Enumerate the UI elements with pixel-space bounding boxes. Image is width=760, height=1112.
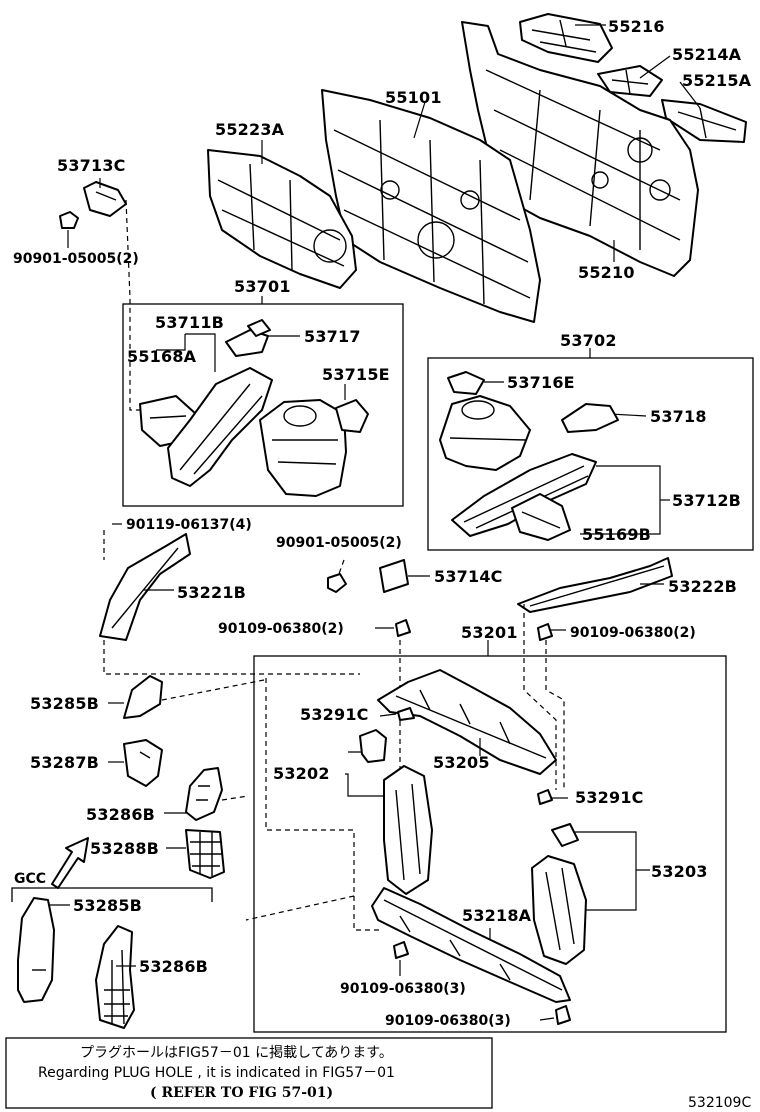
part-53714C	[379, 559, 409, 593]
clip-53291C-b	[537, 789, 553, 805]
part-53285B-a	[123, 675, 163, 719]
label-53287B: 53287B	[30, 753, 99, 772]
bolt-c	[395, 619, 411, 637]
label-53712B: 53712B	[672, 491, 741, 510]
part-53718	[561, 403, 619, 433]
label-53222B: 53222B	[668, 577, 737, 596]
part-53713C	[83, 181, 127, 217]
part-53716E	[447, 371, 485, 395]
label-55214A: 55214A	[672, 45, 742, 64]
label-90109-06380-d: 90109-06380(3)	[385, 1013, 511, 1029]
label-53201: 53201	[461, 623, 518, 642]
label-53291C-b: 53291C	[575, 788, 644, 807]
note-line-2: Regarding PLUG HOLE , it is indicated in…	[38, 1065, 395, 1081]
part-55223A	[207, 149, 357, 289]
label-55168A: 55168A	[127, 347, 197, 366]
bolt-a	[59, 211, 79, 229]
part-53205	[377, 669, 557, 775]
label-53713C: 53713C	[57, 156, 126, 175]
label-53711B: 53711B	[155, 313, 224, 332]
part-55169B	[511, 493, 571, 541]
part-53287B	[123, 739, 163, 787]
part-53286B-b	[95, 925, 135, 1029]
label-53716E: 53716E	[507, 373, 575, 392]
label-90109-06380-b: 90109-06380(2)	[570, 625, 696, 641]
label-53202: 53202	[273, 764, 330, 783]
label-53286B-b: 53286B	[139, 957, 208, 976]
part-53221B	[99, 533, 191, 641]
label-53221B: 53221B	[177, 583, 246, 602]
note-line-3: ( REFER TO FIG 57-01)	[150, 1085, 333, 1101]
part-53711B	[167, 367, 273, 487]
label-53203: 53203	[651, 862, 708, 881]
part-55101	[321, 89, 541, 323]
part-53203-bracket	[551, 823, 579, 847]
bolt-e	[393, 941, 409, 959]
bolt-b	[327, 573, 347, 593]
label-90901-05005-a: 90901-05005(2)	[13, 251, 139, 267]
label-55169B: 55169B	[582, 525, 651, 544]
label-55210: 55210	[578, 263, 635, 282]
label-90109-06380-a: 90109-06380(2)	[218, 621, 344, 637]
label-53218A: 53218A	[462, 906, 532, 925]
label-55216: 55216	[608, 17, 665, 36]
part-55210	[461, 21, 699, 277]
label-53285B-b: 53285B	[73, 896, 142, 915]
label-90109-06380-c: 90109-06380(3)	[340, 981, 466, 997]
label-55215A: 55215A	[682, 71, 752, 90]
part-53203-side	[531, 855, 587, 965]
label-53288B: 53288B	[90, 839, 159, 858]
label-90119-06137: 90119-06137(4)	[126, 517, 252, 533]
part-53202-bracket	[359, 729, 387, 763]
part-53222B	[517, 557, 673, 613]
label-gcc: GCC	[14, 871, 46, 887]
arrow-gcc	[51, 837, 89, 889]
part-53715E	[335, 399, 369, 433]
diagram-code: 532109C	[688, 1095, 751, 1111]
part-apron-53701	[259, 399, 347, 497]
label-55101: 55101	[385, 88, 442, 107]
label-90901-05005-b: 90901-05005(2)	[276, 535, 402, 551]
label-53286B-a: 53286B	[86, 805, 155, 824]
label-53285B-a: 53285B	[30, 694, 99, 713]
part-apron-53702	[439, 395, 531, 471]
part-53202-side	[383, 765, 433, 895]
label-53701: 53701	[234, 277, 291, 296]
part-55216	[519, 13, 613, 63]
label-53205: 53205	[433, 753, 490, 772]
part-53285B-b	[17, 897, 55, 1003]
label-53715E: 53715E	[322, 365, 390, 384]
part-53288B	[185, 829, 225, 879]
note-box	[5, 1037, 493, 1109]
label-53718: 53718	[650, 407, 707, 426]
label-53717: 53717	[304, 327, 361, 346]
bolt-d	[537, 623, 553, 641]
part-53218A	[371, 887, 571, 1003]
label-53291C-a: 53291C	[300, 705, 369, 724]
label-53714C: 53714C	[434, 567, 503, 586]
part-53717	[225, 319, 271, 357]
part-53286B-a	[185, 767, 223, 821]
clip-53291C-a	[397, 707, 415, 721]
label-55223A: 55223A	[215, 120, 285, 139]
label-53702: 53702	[560, 331, 617, 350]
note-line-1: プラグホールはFIG57－01 に掲載してあります。	[80, 1045, 393, 1061]
bolt-f	[555, 1005, 571, 1025]
